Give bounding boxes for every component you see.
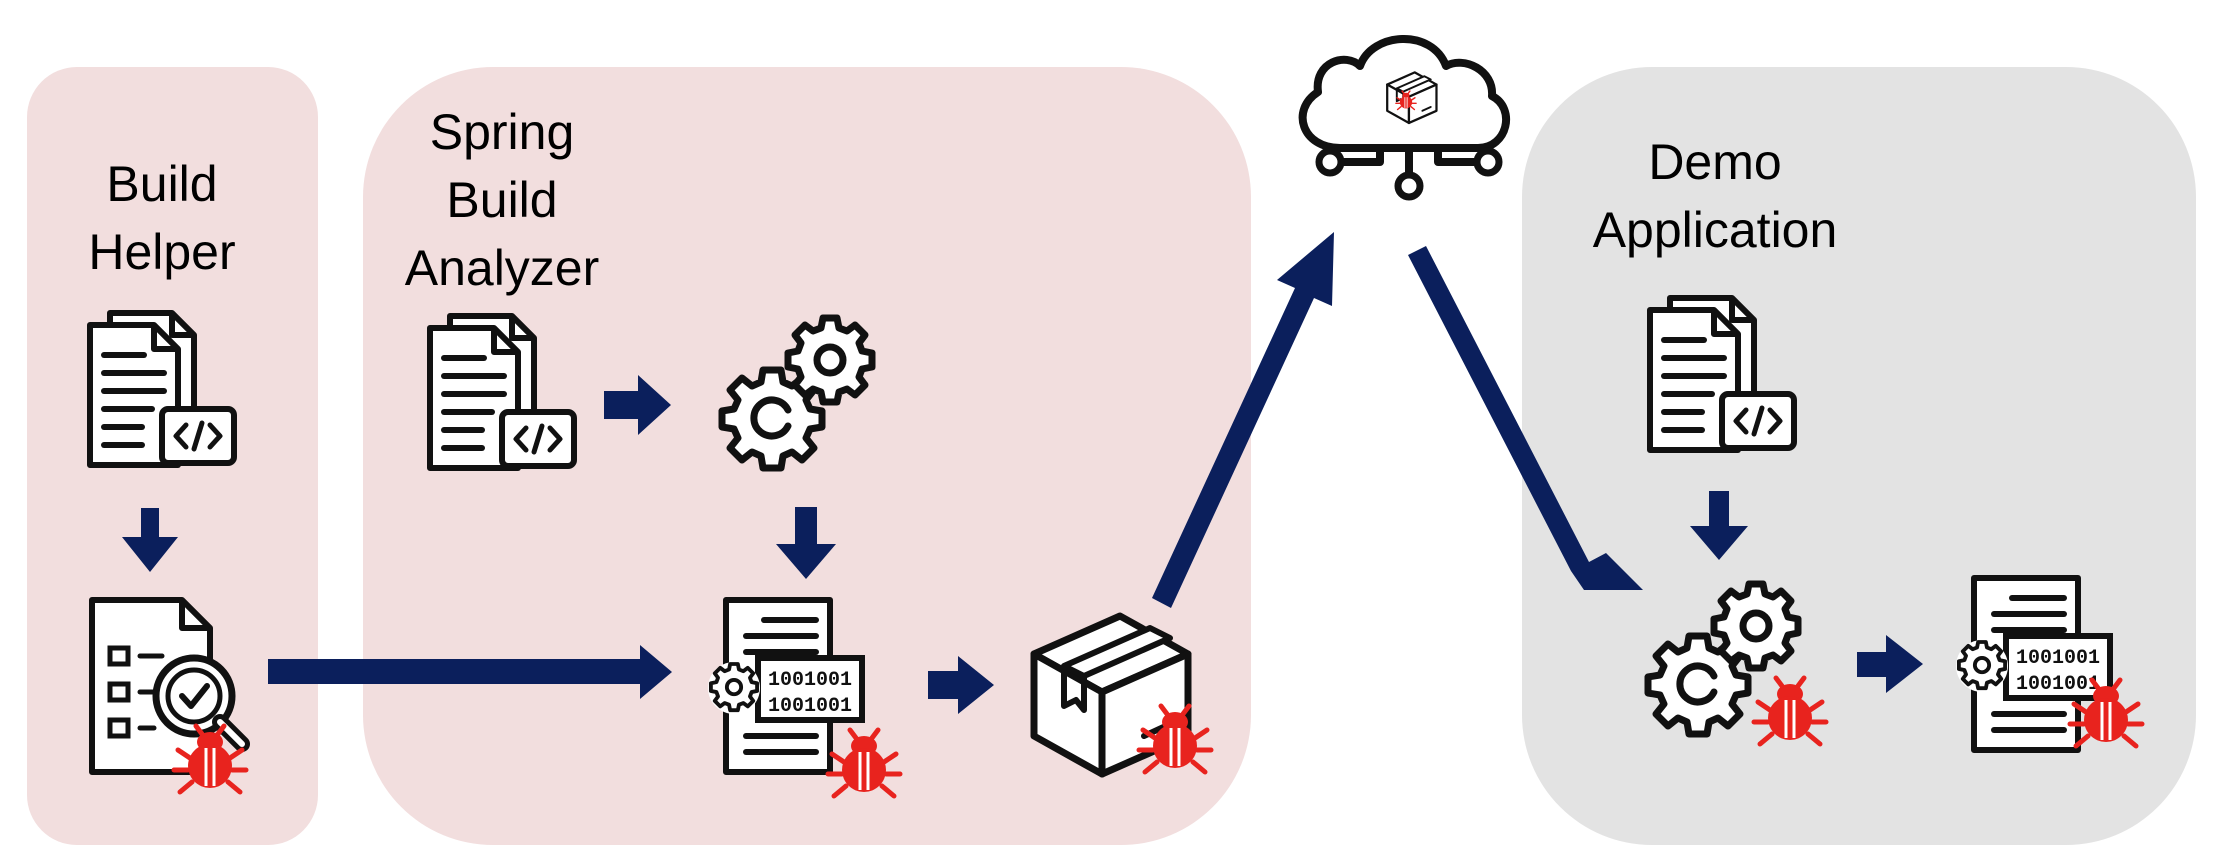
build-helper-title-line-2: Helper bbox=[88, 224, 236, 280]
panel-demo-application bbox=[1522, 67, 2196, 845]
binary-document-icon bbox=[708, 600, 862, 772]
spring-analyzer-title-line-1: Spring bbox=[429, 104, 575, 160]
bug-icon bbox=[1754, 678, 1826, 744]
arrow-source-to-gears bbox=[604, 375, 671, 435]
arrow-down-demo bbox=[1690, 491, 1748, 560]
demo-application-title-line-2: Application bbox=[1592, 202, 1838, 258]
arrow-down-build-helper bbox=[122, 508, 178, 572]
build-helper-title: Build Helper bbox=[62, 150, 262, 286]
arrow-cloud-to-demo bbox=[1408, 246, 1643, 590]
source-code-document-icon bbox=[1650, 298, 1794, 450]
cloud-network-icon bbox=[1298, 35, 1511, 201]
source-code-document-icon bbox=[430, 316, 574, 468]
arrow-binary-to-box bbox=[928, 656, 994, 714]
arrows bbox=[122, 232, 1923, 714]
build-helper-title-line-1: Build bbox=[106, 156, 218, 212]
gears-icon bbox=[722, 318, 872, 468]
spring-analyzer-title-line-2: Build bbox=[446, 172, 558, 228]
arrow-demo-gears-to-binary bbox=[1857, 635, 1923, 693]
arrow-checklist-to-binary bbox=[268, 645, 672, 699]
arrow-box-to-cloud bbox=[1152, 232, 1334, 608]
demo-application-title-line-1: Demo bbox=[1648, 134, 1782, 190]
spring-analyzer-title-line-3: Analyzer bbox=[404, 240, 600, 296]
demo-application-title: Demo Application bbox=[1560, 128, 1870, 264]
arrow-gears-to-binary bbox=[776, 507, 836, 579]
spring-build-analyzer-title: Spring Build Analyzer bbox=[382, 98, 622, 302]
bug-icon bbox=[828, 730, 900, 796]
source-code-document-icon bbox=[90, 313, 234, 465]
